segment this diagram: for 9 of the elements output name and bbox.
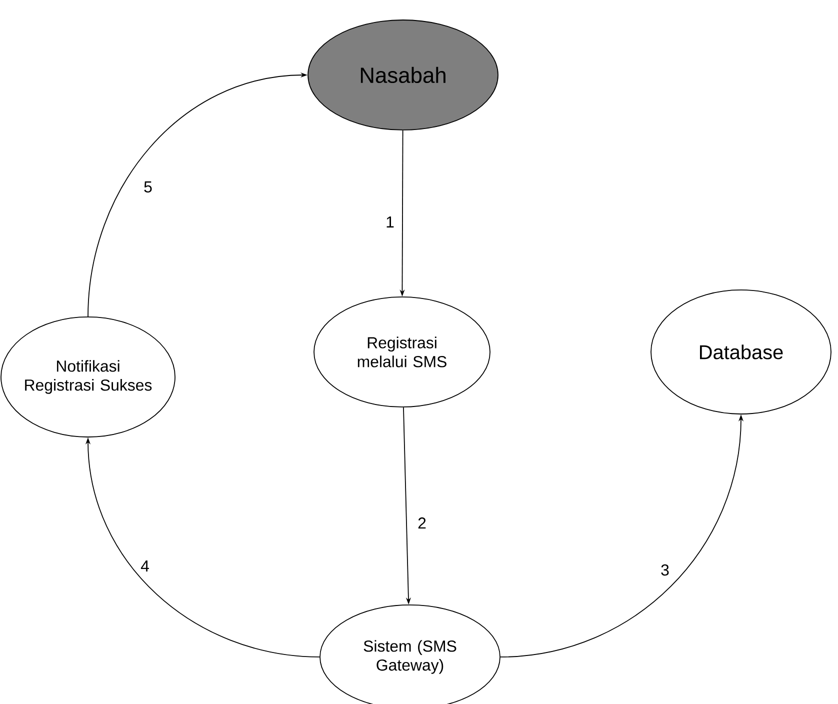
edge-label: 3 [660, 563, 670, 577]
ellipse-node: Database [650, 290, 832, 414]
ellipse-node: Registrasi melalui SMS [314, 296, 490, 408]
ellipse-node: Nasabah [308, 20, 498, 130]
ellipse-node: Notifikasi Registrasi Sukses [0, 316, 176, 438]
edge-label: 5 [142, 180, 154, 194]
edge-label: 2 [416, 516, 428, 530]
edge-label: 1 [384, 216, 396, 228]
edge-label: 4 [140, 560, 150, 572]
